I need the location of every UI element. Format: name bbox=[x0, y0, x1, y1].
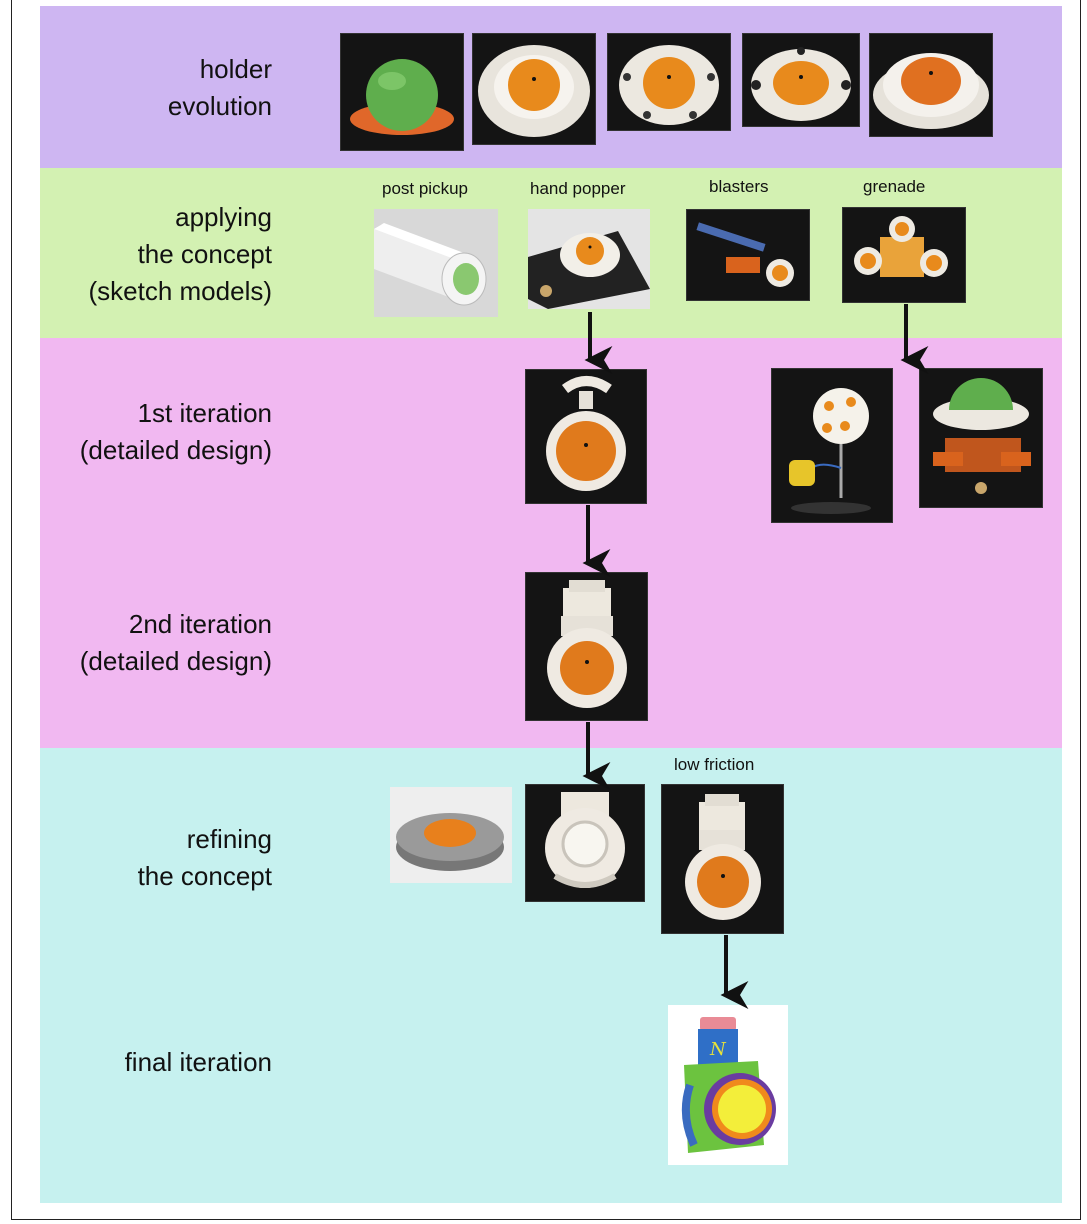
photo-post-pickup bbox=[374, 209, 498, 317]
caption-low-friction: low friction bbox=[674, 755, 755, 774]
photo-hand-popper bbox=[528, 209, 650, 309]
photo-holder-ring-1 bbox=[472, 33, 596, 145]
caption-blasters: blasters bbox=[709, 177, 769, 196]
row-label-holder-evolution: holder evolution bbox=[167, 54, 272, 121]
photo-blasters bbox=[686, 209, 810, 301]
photo-final-iteration: N bbox=[668, 1005, 788, 1165]
photo-grenade bbox=[842, 207, 966, 303]
caption-post-pickup: post pickup bbox=[382, 179, 468, 198]
photo-refining-cutaway bbox=[525, 784, 645, 902]
row-label-applying-concept: applying the concept (sketch models) bbox=[88, 202, 273, 306]
row-label-2nd-iteration: 2nd iteration (detailed design) bbox=[79, 609, 272, 676]
caption-grenade: grenade bbox=[863, 177, 926, 196]
row-label-refining-concept: refining the concept bbox=[137, 824, 272, 891]
photo-1st-iteration-grenade-ball bbox=[771, 368, 893, 523]
caption-hand-popper: hand popper bbox=[530, 179, 626, 198]
photo-holder-ring-4 bbox=[869, 33, 993, 137]
photo-low-friction bbox=[661, 784, 784, 934]
photo-holder-ring-3 bbox=[742, 33, 860, 127]
row-label-final-iteration: final iteration bbox=[124, 1047, 272, 1077]
photo-1st-iteration-grenade-holder bbox=[919, 368, 1043, 508]
photo-holder-sphere bbox=[340, 33, 464, 151]
svg-text:N: N bbox=[709, 1039, 727, 1060]
photo-2nd-iteration bbox=[525, 572, 648, 721]
photo-1st-iteration-hand-popper bbox=[525, 369, 647, 504]
photo-holder-ring-2 bbox=[607, 33, 731, 131]
figure-frame bbox=[11, 0, 1081, 1220]
row-label-1st-iteration: 1st iteration (detailed design) bbox=[79, 398, 272, 465]
photo-refining-low-profile bbox=[390, 787, 512, 883]
